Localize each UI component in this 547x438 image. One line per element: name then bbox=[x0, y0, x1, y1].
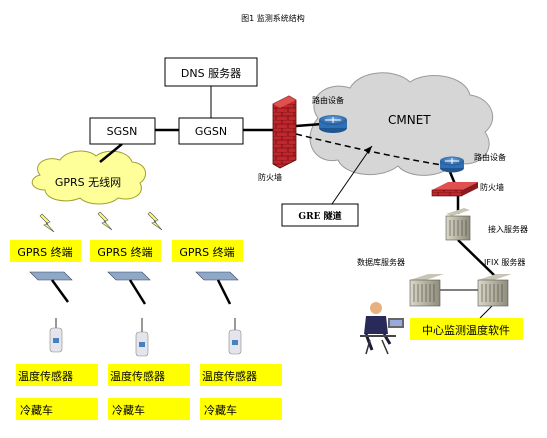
ifix-server-label: IFIX 服务器 bbox=[484, 257, 525, 267]
access-server-icon bbox=[445, 208, 471, 241]
gprs-terminal-2: GPRS 终端 bbox=[90, 240, 161, 262]
gre-tunnel-label: GRE 隧道 bbox=[298, 210, 341, 222]
sgsn-label: SGSN bbox=[107, 125, 138, 138]
gprs-network-cloud: GPRS 无线网 bbox=[31, 150, 147, 205]
firewall-right-icon bbox=[431, 182, 478, 197]
gprs-terminal-3: GPRS 终端 bbox=[172, 240, 243, 262]
sensor-device-icons bbox=[49, 318, 242, 357]
sensor-1-label: 温度传感器 bbox=[18, 369, 73, 383]
software-label: 中心监测温度软件 bbox=[422, 323, 510, 337]
truck-3: 冷藏车 bbox=[200, 398, 282, 420]
router-top-icon bbox=[319, 115, 347, 133]
gprs-terminal-1: GPRS 终端 bbox=[10, 240, 81, 262]
wireless-signal-icons bbox=[39, 211, 163, 233]
dns-server-label: DNS 服务器 bbox=[181, 67, 241, 80]
truck-1: 冷藏车 bbox=[16, 398, 98, 420]
db-server-label: 数据库服务器 bbox=[357, 257, 405, 267]
firewall-right-label: 防火墙 bbox=[480, 182, 504, 192]
cmnet-cloud: CMNET bbox=[309, 72, 494, 176]
sensor-3-label: 温度传感器 bbox=[202, 369, 257, 383]
truck-2: 冷藏车 bbox=[108, 398, 190, 420]
router-right-label: 路由设备 bbox=[474, 152, 506, 162]
sensor-1: 温度传感器 bbox=[16, 364, 98, 386]
gre-pointer-arrow bbox=[331, 145, 373, 205]
gre-arrow-head bbox=[364, 146, 372, 154]
gprs-terminal-3-label: GPRS 终端 bbox=[179, 245, 234, 259]
link-sgsn-cloud bbox=[99, 143, 123, 163]
figure-title: 图1 监测系统结构 bbox=[241, 13, 305, 23]
gprs-terminal-1-label: GPRS 终端 bbox=[17, 245, 72, 259]
link-access-ifix bbox=[457, 239, 496, 277]
link-firewall-router bbox=[295, 122, 323, 128]
sensor-3: 温度传感器 bbox=[200, 364, 282, 386]
ggsn-label: GGSN bbox=[195, 125, 227, 138]
sensor-2-label: 温度传感器 bbox=[110, 369, 165, 383]
sgsn-box: SGSN bbox=[89, 117, 156, 145]
gprs-terminal-2-label: GPRS 终端 bbox=[97, 245, 152, 259]
firewall-left-label: 防火墙 bbox=[258, 172, 282, 182]
ifix-server-icon bbox=[477, 274, 512, 307]
truck-1-label: 冷藏车 bbox=[20, 403, 53, 417]
software-box: 中心监测温度软件 bbox=[410, 318, 523, 340]
router-right-icon bbox=[440, 156, 464, 173]
gre-tunnel bbox=[295, 133, 449, 167]
gre-tunnel-box: GRE 隧道 bbox=[281, 203, 359, 227]
operator-icon bbox=[360, 302, 404, 355]
sensor-2: 温度传感器 bbox=[108, 364, 190, 386]
ggsn-box: GGSN bbox=[178, 117, 244, 145]
gprs-network-label: GPRS 无线网 bbox=[55, 175, 121, 189]
link-ifix-software bbox=[479, 305, 493, 319]
router-top-label: 路由设备 bbox=[312, 95, 344, 105]
truck-3-label: 冷藏车 bbox=[204, 403, 237, 417]
terminal-devices bbox=[29, 271, 239, 305]
dns-server-box: DNS 服务器 bbox=[164, 57, 258, 87]
firewall-left-icon bbox=[272, 95, 297, 169]
truck-2-label: 冷藏车 bbox=[112, 403, 145, 417]
db-server-icon bbox=[409, 274, 444, 307]
access-server-label: 接入服务器 bbox=[488, 224, 528, 234]
cmnet-label: CMNET bbox=[388, 113, 431, 127]
